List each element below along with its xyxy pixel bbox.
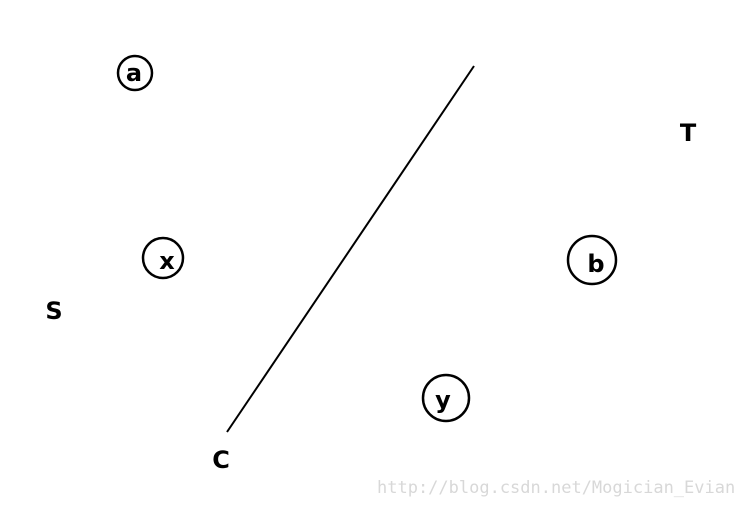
point-c-label: C xyxy=(212,446,230,474)
cut-line xyxy=(226,65,475,433)
node-b: b xyxy=(566,234,618,286)
node-x-circle xyxy=(141,236,185,280)
node-a: a xyxy=(116,54,154,92)
node-b-circle xyxy=(566,234,618,286)
node-y-circle xyxy=(421,373,471,423)
node-x: x xyxy=(141,236,185,280)
point-s-label: S xyxy=(45,297,62,325)
point-t-label: T xyxy=(680,119,697,147)
node-y-label: y xyxy=(435,386,451,414)
node-b-label: b xyxy=(587,250,604,278)
watermark-text: http://blog.csdn.net/Mogician_Evian xyxy=(377,478,735,498)
node-x-label: x xyxy=(159,247,175,275)
node-a-circle xyxy=(116,54,154,92)
node-y: y xyxy=(421,373,471,423)
node-a-label: a xyxy=(126,59,142,87)
